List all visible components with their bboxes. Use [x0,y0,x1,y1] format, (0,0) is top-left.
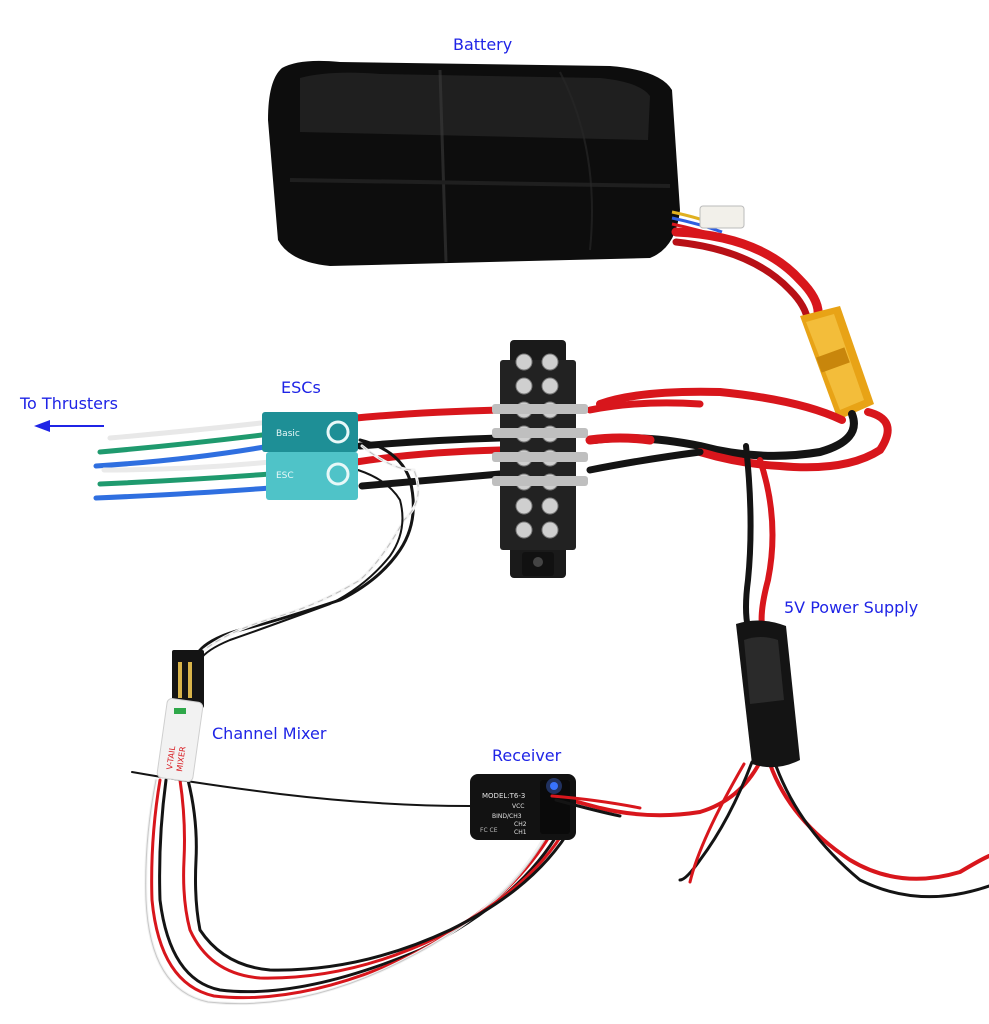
receiver-module: MODEL:T6-3 VCC BIND/CH3 CH2 CH1 FC CE [470,774,642,840]
receiver-fcc-text: FC CE [480,827,498,834]
receiver-label: Receiver [492,746,562,765]
esc-boards: Basic ESC [93,412,358,501]
xt-connector [800,306,874,420]
channel-mixer-module: V-TAIL MIXER [156,650,204,782]
power-wiring [131,387,989,1006]
power-supply-label: 5V Power Supply [784,598,919,617]
twisted-servo-lead [194,438,420,661]
power-supply-module [736,620,800,768]
receiver-ch2-text: CH2 [514,821,527,828]
escs-label: ESCs [281,378,321,397]
receiver-model-text: MODEL:T6-3 [482,792,525,800]
receiver-bind-text: BIND/CH3 [492,813,522,820]
battery-label: Battery [453,35,513,54]
thrusters-arrow [34,420,104,432]
receiver-vcc-text: VCC [512,803,524,810]
esc-silkscreen-1: Basic [276,429,300,439]
to-thrusters-label: To Thrusters [20,394,118,413]
channel-mixer-label: Channel Mixer [212,724,327,743]
mixer-silkscreen-1: V-TAIL [165,745,177,770]
battery-pack [268,60,823,326]
receiver-ch1-text: CH1 [514,829,527,836]
terminal-block [492,340,588,578]
mixer-silkscreen-2: MIXER [175,745,188,772]
esc-silkscreen-2: ESC [276,471,294,481]
